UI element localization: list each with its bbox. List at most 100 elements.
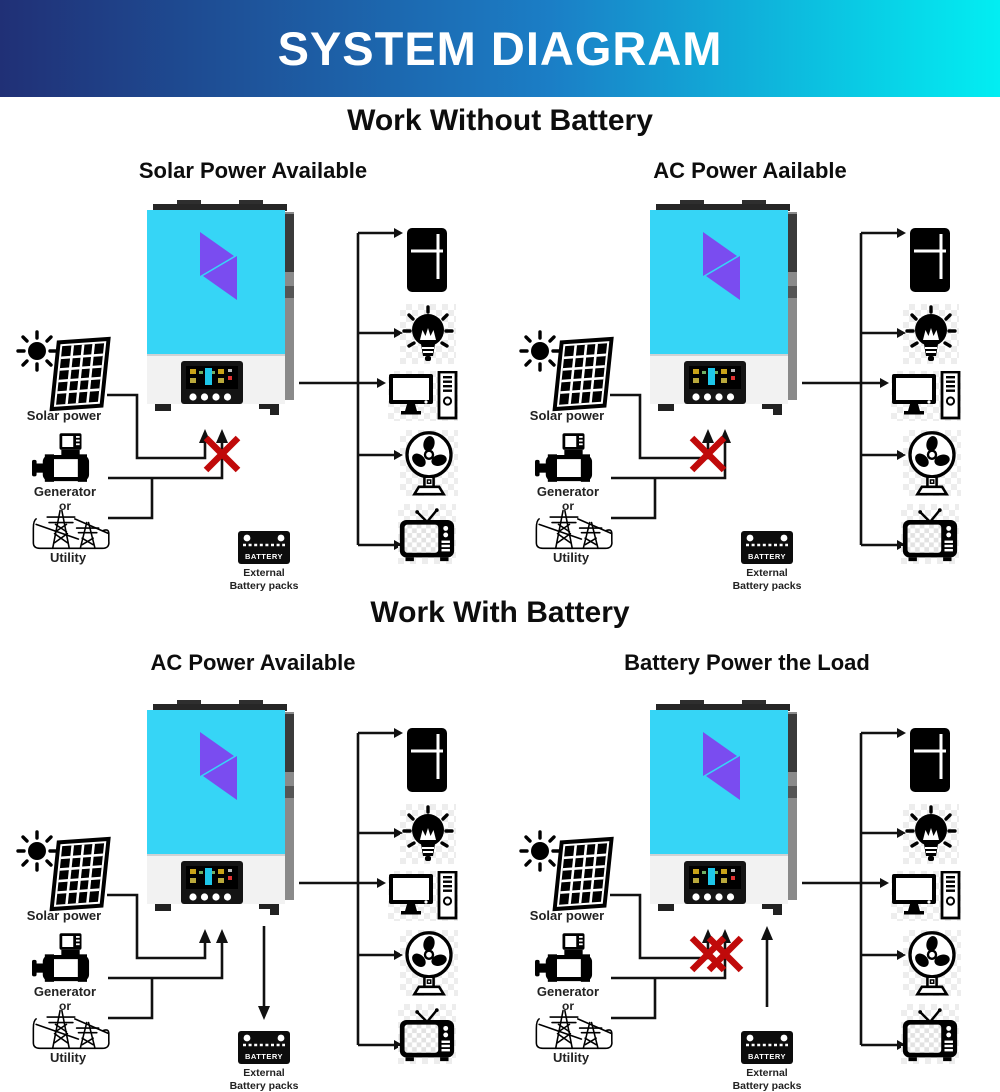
section-title-with-battery: Work With Battery xyxy=(370,596,630,629)
refrigerator-icon xyxy=(910,228,950,292)
lightning-bolt-logo xyxy=(200,232,237,300)
external-battery-label-line2: Battery packs xyxy=(229,1080,299,1092)
external-battery-label-line1: External xyxy=(243,1067,285,1079)
external-battery-label-line2: Battery packs xyxy=(229,580,299,592)
battery-word: BATTERY xyxy=(244,1052,284,1061)
solar-panel-icon xyxy=(49,336,111,412)
utility-label: Utility xyxy=(49,550,87,565)
solar-power-label: Solar power xyxy=(26,408,102,423)
fan-icon xyxy=(903,430,961,496)
inverter-unit xyxy=(650,200,797,415)
solar-panel-icon xyxy=(552,336,614,412)
sun-icon xyxy=(16,830,58,872)
computer-icon xyxy=(891,371,961,421)
load-output-line xyxy=(802,728,906,1050)
solar-panel-icon xyxy=(49,836,111,912)
external-battery-label-line2: Battery packs xyxy=(732,580,802,592)
connector-wires xyxy=(107,728,403,1050)
lcd-display xyxy=(181,361,243,404)
lightning-bolt-logo xyxy=(703,732,740,800)
ac-feed-line xyxy=(108,929,228,1020)
subtitle-ac-power-aailable: AC Power Aailable xyxy=(653,158,847,183)
light-bulb-icon xyxy=(400,804,456,864)
or-label: or xyxy=(59,999,71,1013)
battery-discharge-arrow xyxy=(761,926,773,1007)
or-label: or xyxy=(59,499,71,513)
page-title: SYSTEM DIAGRAM xyxy=(277,22,723,75)
generator-label: Generator xyxy=(33,984,97,999)
sun-icon xyxy=(519,330,561,372)
diagram-battery-power-the-load: Solar power Generator or xyxy=(503,690,1000,1092)
connector-wires xyxy=(107,228,403,550)
utility-towers-icon xyxy=(535,509,613,550)
lightning-bolt-logo xyxy=(703,232,740,300)
generator-label: Generator xyxy=(536,984,600,999)
battery-word: BATTERY xyxy=(244,552,284,561)
solar-power-label: Solar power xyxy=(529,408,605,423)
light-bulb-icon xyxy=(903,804,959,864)
generator-icon xyxy=(32,433,90,482)
load-output-line xyxy=(299,728,403,1050)
fan-icon xyxy=(400,430,458,496)
utility-label: Utility xyxy=(552,1050,590,1065)
refrigerator-icon xyxy=(407,728,447,792)
computer-icon xyxy=(891,871,961,921)
generator-label: Generator xyxy=(536,484,600,499)
television-icon xyxy=(901,504,959,564)
battery-charge-arrow xyxy=(258,926,270,1020)
light-bulb-icon xyxy=(903,304,959,364)
or-label: or xyxy=(562,999,574,1013)
battery-terminals xyxy=(746,1034,788,1047)
generator-icon xyxy=(535,933,593,982)
battery-word: BATTERY xyxy=(747,552,787,561)
external-battery-label-line1: External xyxy=(746,567,788,579)
fan-icon xyxy=(903,930,961,996)
lcd-display xyxy=(684,861,746,904)
load-output-line xyxy=(802,228,906,550)
battery-pack-icon: BATTERY xyxy=(238,1031,290,1064)
television-icon xyxy=(398,504,456,564)
x-mark-ac-input xyxy=(203,435,241,473)
connector-wires xyxy=(610,728,906,1050)
subtitle-ac-power-available: AC Power Available xyxy=(150,650,356,675)
utility-label: Utility xyxy=(552,550,590,565)
lcd-display xyxy=(684,361,746,404)
x-mark-ac-input xyxy=(706,935,744,973)
or-label: or xyxy=(562,499,574,513)
utility-towers-icon xyxy=(535,1009,613,1050)
refrigerator-icon xyxy=(407,228,447,292)
lcd-display xyxy=(181,861,243,904)
utility-towers-icon xyxy=(32,509,110,550)
header-banner: SYSTEM DIAGRAM xyxy=(0,0,1000,97)
inverter-unit xyxy=(147,200,294,415)
generator-icon xyxy=(535,433,593,482)
subtitle-solar-power-available: Solar Power Available xyxy=(138,158,368,183)
diagram-solar-power-available: Solar power Generator or xyxy=(0,190,500,592)
solar-power-label: Solar power xyxy=(529,908,605,923)
section-title-without-battery: Work Without Battery xyxy=(347,104,653,137)
television-icon xyxy=(901,1004,959,1064)
solar-power-label: Solar power xyxy=(26,908,102,923)
fan-icon xyxy=(400,930,458,996)
inverter-unit xyxy=(147,700,294,915)
battery-terminals xyxy=(243,534,285,547)
external-battery-label-line2: Battery packs xyxy=(732,1080,802,1092)
television-icon xyxy=(398,1004,456,1064)
generator-icon xyxy=(32,933,90,982)
diagram-ac-power-aailable: Solar power Generator or xyxy=(503,190,1000,592)
connector-wires xyxy=(610,228,906,550)
diagram-ac-power-available-battery: Solar power Generator or xyxy=(0,690,500,1092)
external-battery-label-line1: External xyxy=(243,567,285,579)
solar-panel-icon xyxy=(552,836,614,912)
sun-icon xyxy=(16,330,58,372)
battery-terminals xyxy=(243,1034,285,1047)
load-output-line xyxy=(299,228,403,550)
utility-towers-icon xyxy=(32,1009,110,1050)
x-mark-solar-input xyxy=(689,435,727,473)
refrigerator-icon xyxy=(910,728,950,792)
battery-pack-icon: BATTERY xyxy=(238,531,290,564)
sun-icon xyxy=(519,830,561,872)
subtitle-battery-power-the-load: Battery Power the Load xyxy=(624,650,870,675)
battery-pack-icon: BATTERY xyxy=(741,531,793,564)
